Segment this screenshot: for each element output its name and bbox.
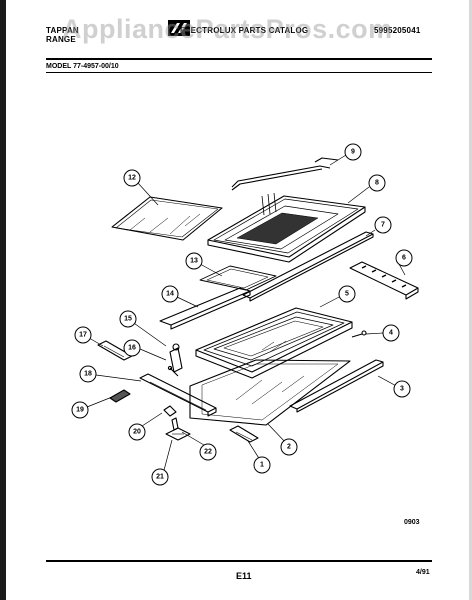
part-12-glass-panel xyxy=(111,196,223,241)
callout-13 xyxy=(185,252,203,270)
callout-label-17: 17 xyxy=(79,332,87,339)
part-6-side-rail xyxy=(349,261,419,300)
callout-9 xyxy=(344,143,362,161)
scan-edge-right xyxy=(469,0,472,600)
part-18-bottom-trim xyxy=(139,373,217,417)
callout-label-21: 21 xyxy=(156,474,164,481)
part-1-hinge xyxy=(229,425,259,443)
watermark: AppliancePartsPros.com xyxy=(62,14,393,44)
callout-label-22: 22 xyxy=(204,449,212,456)
part-13-bar xyxy=(199,265,277,291)
callout-12 xyxy=(123,169,141,187)
callout-label-19: 19 xyxy=(76,407,84,414)
callout-22 xyxy=(199,443,217,461)
part-21-latch xyxy=(165,427,191,441)
callout-1 xyxy=(253,456,271,474)
callout-label-7: 7 xyxy=(381,222,385,229)
callout-15 xyxy=(119,310,137,328)
catalog-title: ELECTROLUX PARTS CATALOG xyxy=(180,26,309,35)
part-15-handle-post xyxy=(169,343,183,373)
part-7-strip xyxy=(242,231,374,302)
callout-label-3: 3 xyxy=(400,386,404,393)
callout-label-4: 4 xyxy=(389,330,393,337)
part-8-top-panel xyxy=(207,195,366,263)
callout-label-15: 15 xyxy=(124,316,132,323)
callout-6 xyxy=(395,249,413,267)
callout-21 xyxy=(151,468,169,486)
callout-label-14: 14 xyxy=(166,291,174,298)
part-9-bracket xyxy=(231,157,339,216)
scan-edge xyxy=(0,0,6,600)
callout-20 xyxy=(128,423,146,441)
footer-rule xyxy=(46,560,432,562)
revision-date: 4/91 xyxy=(416,569,430,576)
brand-line-2: RANGE xyxy=(46,35,76,44)
callout-label-18: 18 xyxy=(84,371,92,378)
electrolux-logo-icon xyxy=(168,20,190,36)
callout-label-8: 8 xyxy=(375,180,379,187)
callout-18 xyxy=(79,365,97,383)
callout-16 xyxy=(123,339,141,357)
part-14-trim xyxy=(159,287,251,330)
callout-17 xyxy=(74,326,92,344)
catalog-part-number: 5995205041 xyxy=(374,26,421,35)
header-rule xyxy=(46,58,432,60)
callout-2 xyxy=(280,438,298,456)
part-16-screw xyxy=(167,365,179,377)
part-2-door-glass xyxy=(189,359,351,426)
callout-label-5: 5 xyxy=(345,291,349,298)
callout-label-1: 1 xyxy=(260,462,264,469)
callout-label-20: 20 xyxy=(133,429,141,436)
callout-4 xyxy=(382,324,400,342)
callout-5 xyxy=(338,285,356,303)
callout-8 xyxy=(368,174,386,192)
part-4-screw xyxy=(351,330,367,338)
model-label: MODEL 77-4957-00/10 xyxy=(46,63,119,70)
callout-label-2: 2 xyxy=(287,444,291,451)
callout-label-9: 9 xyxy=(351,149,355,156)
callout-3 xyxy=(393,380,411,398)
callout-label-16: 16 xyxy=(128,345,136,352)
callout-19 xyxy=(71,401,89,419)
brand-line-1: TAPPAN xyxy=(46,26,79,35)
callout-7 xyxy=(374,216,392,234)
part-3-side-strip xyxy=(289,359,384,413)
part-20-clip xyxy=(163,405,177,417)
callout-14 xyxy=(161,285,179,303)
figure-code: 0903 xyxy=(404,519,420,526)
model-rule xyxy=(46,72,432,73)
part-5-door-frame xyxy=(195,307,353,379)
part-19-handle xyxy=(109,389,131,403)
callout-label-6: 6 xyxy=(402,255,406,262)
callout-label-12: 12 xyxy=(128,175,136,182)
callout-label-13: 13 xyxy=(190,258,198,265)
page-code: E11 xyxy=(236,571,252,581)
